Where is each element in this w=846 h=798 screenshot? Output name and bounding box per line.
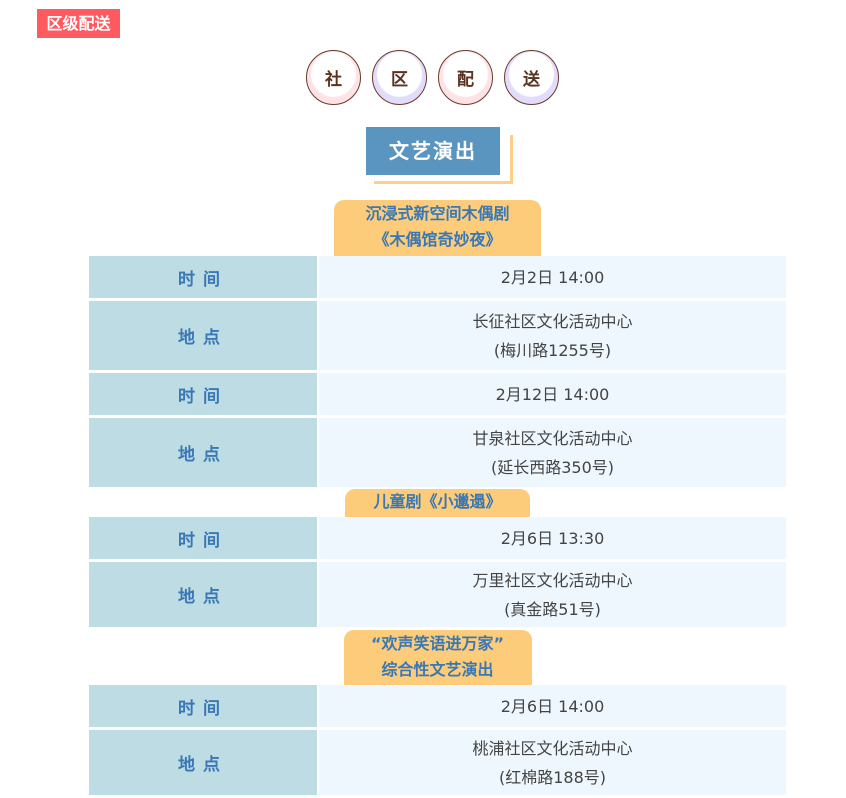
time-value: 2月2日 14:00 <box>500 267 605 287</box>
section-title: 文艺演出 <box>366 127 513 184</box>
table-row: 时间 2月12日 14:00 <box>89 373 786 415</box>
badge-char: 区 <box>372 50 427 105</box>
address-value: (真金路51号) <box>504 599 601 619</box>
time-value: 2月6日 13:30 <box>500 528 605 548</box>
table-row: 时间 2月6日 13:30 <box>89 517 786 559</box>
table-row: 地点 桃浦社区文化活动中心 (红棉路188号) <box>89 730 786 795</box>
time-value: 2月12日 14:00 <box>495 384 610 404</box>
place-value: 桃浦社区文化活动中心 <box>472 738 633 758</box>
table-row: 时间 2月2日 14:00 <box>89 256 786 298</box>
community-delivery-badges: 社 区 配 送 <box>306 50 559 105</box>
place-value: 甘泉社区文化活动中心 <box>472 428 633 448</box>
time-label: 时间 <box>89 256 317 298</box>
place-label: 地点 <box>89 562 317 627</box>
table-row: 地点 长征社区文化活动中心 (梅川路1255号) <box>89 301 786 370</box>
show-title: 沉浸式新空间木偶剧 《木偶馆奇妙夜》 <box>334 200 541 256</box>
schedule-table: 沉浸式新空间木偶剧 《木偶馆奇妙夜》 时间 2月2日 14:00 地点 长征社区文化… <box>89 200 786 798</box>
show-title-line: 儿童剧《小邋遢》 <box>373 492 502 511</box>
show-title-line: 《木偶馆奇妙夜》 <box>373 230 502 249</box>
show-title: “欢声笑语进万家” 综合性文艺演出 <box>343 630 532 685</box>
badge-char: 送 <box>504 50 559 105</box>
time-label: 时间 <box>89 685 317 727</box>
time-label: 时间 <box>89 373 317 415</box>
show-title-line: 沉浸式新空间木偶剧 <box>365 204 510 223</box>
place-value: 万里社区文化活动中心 <box>472 570 633 590</box>
address-value: (延长西路350号) <box>490 457 615 477</box>
place-label: 地点 <box>89 730 317 795</box>
title-decoration <box>374 135 513 184</box>
table-row: 地点 甘泉社区文化活动中心 (延长西路350号) <box>89 418 786 487</box>
table-row: 时间 2月6日 14:00 <box>89 685 786 727</box>
place-value: 长征社区文化活动中心 <box>472 311 633 331</box>
time-label: 时间 <box>89 517 317 559</box>
address-value: (梅川路1255号) <box>493 340 612 360</box>
show-title-line: “欢声笑语进万家” <box>370 634 505 653</box>
address-value: (红棉路188号) <box>498 767 607 787</box>
badge-char: 社 <box>306 50 361 105</box>
place-label: 地点 <box>89 301 317 370</box>
table-row: 地点 万里社区文化活动中心 (真金路51号) <box>89 562 786 627</box>
place-label: 地点 <box>89 418 317 487</box>
show-title-line: 综合性文艺演出 <box>381 660 494 679</box>
time-value: 2月6日 14:00 <box>500 696 605 716</box>
district-delivery-tag: 区级配送 <box>37 9 120 38</box>
badge-char: 配 <box>438 50 493 105</box>
section-title-text: 文艺演出 <box>366 127 500 175</box>
show-title: 儿童剧《小邋遢》 <box>345 489 530 517</box>
